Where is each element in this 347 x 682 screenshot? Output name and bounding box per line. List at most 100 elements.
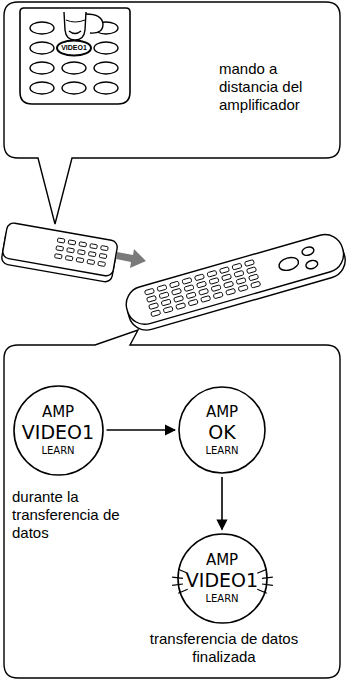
remote-key bbox=[195, 274, 205, 281]
keypad-button bbox=[30, 42, 54, 54]
amplifier-remote bbox=[1, 222, 119, 283]
callout-box: mando a distancia del amplificador bbox=[4, 2, 340, 158]
remote-key bbox=[88, 252, 96, 257]
remote-key bbox=[65, 256, 73, 261]
lcd-text: AMP bbox=[206, 404, 238, 421]
remote-key bbox=[78, 250, 86, 255]
caption-text: mando a distancia del amplificador bbox=[219, 60, 337, 114]
remote-key bbox=[209, 278, 219, 285]
keypad-button bbox=[30, 22, 54, 34]
remote-key bbox=[161, 299, 171, 306]
keypad-button bbox=[62, 62, 86, 74]
remote-key bbox=[151, 310, 161, 317]
remote-key bbox=[207, 270, 217, 277]
finger bbox=[64, 12, 103, 40]
button-label: VIDEO1 bbox=[61, 44, 87, 52]
keypad-button bbox=[94, 42, 118, 54]
remote-key bbox=[170, 281, 180, 288]
remote-key bbox=[184, 285, 194, 292]
remote-key bbox=[159, 292, 169, 299]
keypad-button bbox=[30, 82, 54, 94]
remote-key bbox=[220, 267, 230, 274]
blink-ray bbox=[172, 584, 183, 585]
remote-key bbox=[76, 258, 84, 263]
remote-key bbox=[213, 292, 223, 299]
keypad-button bbox=[30, 62, 54, 74]
lcd-display: AMPVIDEO1LEARN bbox=[177, 533, 268, 624]
flow-arrow bbox=[221, 477, 223, 530]
remote-key bbox=[182, 278, 192, 285]
remote-key bbox=[211, 285, 221, 292]
remote-key bbox=[147, 295, 157, 302]
lcd-text: AMPVIDEO1LEARN bbox=[177, 533, 268, 624]
lcd-outline bbox=[178, 534, 267, 623]
lcd-display: AMPOK LEARN bbox=[178, 386, 266, 474]
remote-key bbox=[197, 281, 207, 288]
remote-key bbox=[98, 261, 106, 266]
lcd-text: AMP bbox=[42, 404, 74, 421]
flow-arrow bbox=[107, 429, 176, 431]
keypad-button bbox=[94, 62, 118, 74]
video-button bbox=[57, 41, 91, 56]
remote-key bbox=[145, 288, 155, 295]
remote-key bbox=[67, 248, 75, 253]
remote-key bbox=[224, 281, 234, 288]
remote-key bbox=[188, 299, 198, 306]
blink-ray bbox=[178, 589, 188, 593]
remote-key bbox=[57, 238, 65, 243]
lcd-text: VIDEO1 bbox=[22, 422, 94, 443]
remote-key bbox=[99, 253, 107, 258]
lcd-outline bbox=[14, 386, 103, 475]
remote-key bbox=[157, 285, 167, 292]
blink-ray bbox=[257, 589, 267, 593]
keypad bbox=[20, 8, 130, 104]
lcd-display: AMPVIDEO1LEARN bbox=[13, 385, 104, 476]
remote-key bbox=[56, 246, 64, 251]
remote-key bbox=[251, 281, 261, 288]
transfer-arrow bbox=[116, 249, 146, 268]
blink-ray bbox=[262, 577, 273, 578]
remote-key bbox=[90, 244, 98, 249]
lcd-text: LEARN bbox=[205, 593, 238, 604]
lcd-text: VIDEO1 bbox=[186, 570, 258, 591]
remote-key bbox=[201, 296, 211, 303]
keypad-button bbox=[62, 82, 86, 94]
callout-box: durante la transferencia de datos transfe… bbox=[4, 345, 340, 678]
remote-key bbox=[236, 278, 246, 285]
lcd-text: AMP bbox=[206, 552, 238, 569]
lcd-outline bbox=[179, 387, 265, 473]
lcd-text: AMPVIDEO1LEARN bbox=[13, 385, 104, 476]
remote-key bbox=[247, 267, 257, 274]
remote-key bbox=[226, 288, 236, 295]
callout-outline bbox=[4, 330, 340, 678]
blink-ray bbox=[262, 584, 273, 585]
remote-key bbox=[238, 285, 248, 292]
remote-key bbox=[149, 303, 159, 310]
blink-ray bbox=[172, 577, 183, 578]
remote-key bbox=[176, 303, 186, 310]
lcd-text: OK bbox=[208, 422, 235, 443]
remote-key bbox=[234, 270, 244, 277]
remote-key bbox=[174, 296, 184, 303]
remote-key bbox=[79, 242, 87, 247]
lcd-text: LEARN bbox=[41, 445, 74, 456]
remote-key bbox=[186, 292, 196, 299]
remote-key bbox=[101, 246, 109, 251]
remote-key bbox=[249, 274, 259, 281]
remote-key bbox=[199, 288, 209, 295]
remote-key bbox=[244, 260, 254, 267]
learning-remote bbox=[122, 230, 347, 334]
remote-key bbox=[172, 288, 182, 295]
remote-key bbox=[163, 306, 173, 313]
caption-text: transferencia de datos finalizada bbox=[149, 630, 299, 666]
lcd-text: AMPOK LEARN bbox=[178, 386, 266, 474]
blink-ray bbox=[257, 569, 267, 573]
remote-key bbox=[68, 240, 76, 245]
remote-key bbox=[222, 274, 232, 281]
remote-key bbox=[87, 259, 95, 264]
callout-outline bbox=[4, 2, 340, 224]
lcd-text: LEARN bbox=[205, 445, 238, 456]
caption-text: durante la transferencia de datos bbox=[12, 488, 134, 542]
blink-ray bbox=[178, 569, 188, 573]
remote-key bbox=[55, 254, 63, 259]
